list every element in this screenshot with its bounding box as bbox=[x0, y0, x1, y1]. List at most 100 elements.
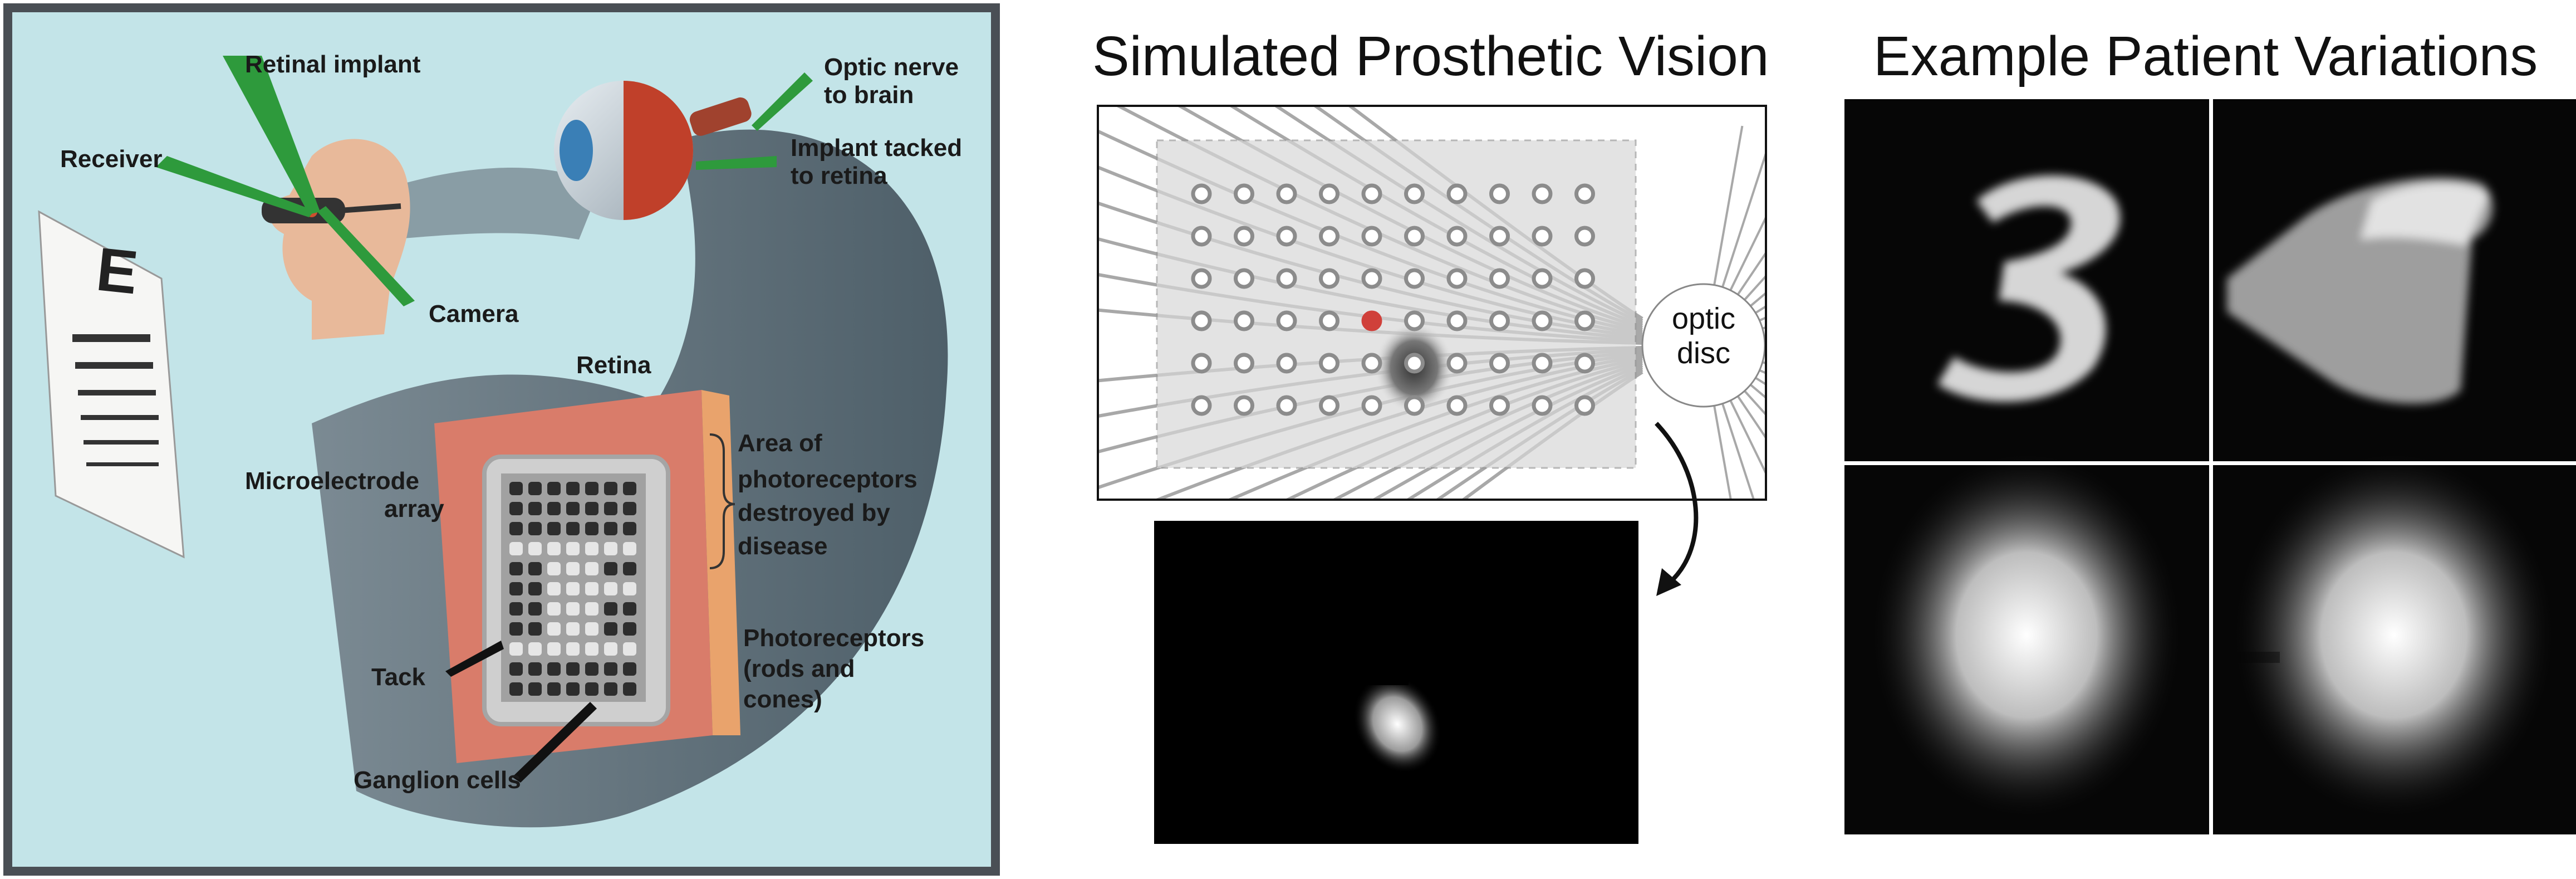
electrode bbox=[1404, 310, 1425, 331]
electrode bbox=[1361, 183, 1382, 204]
electrode bbox=[1489, 395, 1510, 416]
array-electrode-dot bbox=[623, 522, 636, 535]
electrode bbox=[1361, 268, 1382, 289]
electrode bbox=[1234, 226, 1254, 247]
electrode bbox=[1276, 353, 1297, 374]
tile-digit-3-percept bbox=[1844, 99, 2209, 461]
array-electrode-dot bbox=[623, 502, 636, 515]
array-electrode-dot bbox=[547, 582, 561, 595]
array-electrode-dot bbox=[585, 622, 598, 636]
label-tack: Tack bbox=[371, 663, 426, 691]
array-electrode-dot bbox=[528, 582, 542, 595]
array-electrode-dot bbox=[509, 522, 523, 535]
array-electrode-dot bbox=[604, 542, 617, 555]
electrode bbox=[1234, 395, 1254, 416]
array-electrode-dot bbox=[528, 522, 542, 535]
electrode-array-region bbox=[1156, 139, 1637, 469]
axon-radial-line bbox=[1736, 251, 1766, 295]
electrode bbox=[1361, 226, 1382, 247]
optic-disc-label-line2: disc bbox=[1677, 336, 1730, 370]
label-photoreceptors-line1: Photoreceptors bbox=[743, 624, 924, 652]
electrode bbox=[1191, 310, 1212, 331]
array-electrode-dot bbox=[509, 622, 523, 636]
camera-beam bbox=[367, 168, 601, 240]
label-area-line2: photoreceptors bbox=[738, 466, 917, 493]
array-electrode-dot bbox=[509, 642, 523, 656]
array-electrode-dot bbox=[585, 522, 598, 535]
electrode-grid bbox=[1191, 183, 1595, 416]
electrode bbox=[1532, 226, 1553, 247]
array-electrode-dot bbox=[566, 482, 580, 495]
electrode bbox=[1276, 268, 1297, 289]
electrode bbox=[1489, 226, 1510, 247]
label-area-line1: Area of bbox=[738, 429, 822, 457]
array-electrode-dot bbox=[566, 682, 580, 696]
array-electrode-dot bbox=[547, 482, 561, 495]
label-retinal-implant: Retinal implant bbox=[245, 51, 421, 78]
label-retina: Retina bbox=[576, 351, 651, 379]
electrode bbox=[1319, 310, 1339, 331]
array-electrode-dot bbox=[547, 542, 561, 555]
electrode bbox=[1489, 310, 1510, 331]
electrode bbox=[1532, 353, 1553, 374]
array-electrode-dot bbox=[528, 682, 542, 696]
array-electrode-dot bbox=[566, 602, 580, 616]
array-electrode-dot bbox=[585, 582, 598, 595]
array-electrode-dot bbox=[566, 642, 580, 656]
electrode bbox=[1489, 183, 1510, 204]
electrode bbox=[1276, 310, 1297, 331]
array-electrode-dot bbox=[604, 602, 617, 616]
array-electrode-dot bbox=[604, 562, 617, 575]
axon-radial-line bbox=[1713, 405, 1732, 500]
array-electrode-dot bbox=[509, 582, 523, 595]
label-area-line4: disease bbox=[738, 533, 827, 560]
array-electrode-dot bbox=[528, 482, 542, 495]
electrode bbox=[1446, 268, 1468, 289]
label-photoreceptors-line2: (rods and bbox=[743, 655, 855, 682]
array-electrode-dot bbox=[604, 482, 617, 495]
tile-distorted-percept bbox=[2213, 99, 2576, 461]
array-electrode-dot bbox=[623, 622, 636, 636]
label-implant-tacked-line1: Implant tacked bbox=[791, 134, 962, 162]
array-electrode-dot bbox=[547, 622, 561, 636]
electrode bbox=[1191, 268, 1212, 289]
svg-text:E: E bbox=[93, 235, 141, 307]
array-electrode-dot bbox=[585, 682, 598, 696]
electrode bbox=[1191, 395, 1212, 416]
label-ganglion-cells: Ganglion cells bbox=[354, 766, 521, 794]
array-electrode-dot bbox=[623, 562, 636, 575]
array-electrode-dot bbox=[547, 562, 561, 575]
electrode bbox=[1404, 226, 1425, 247]
callout-pointers bbox=[156, 56, 813, 306]
array-electrode-dot bbox=[585, 602, 598, 616]
array-electrode-dot bbox=[585, 642, 598, 656]
array-electrode-dot bbox=[604, 682, 617, 696]
electrode bbox=[1532, 183, 1553, 204]
electrode bbox=[1234, 353, 1254, 374]
array-electrode-dot bbox=[585, 542, 598, 555]
array-electrode-dot bbox=[528, 562, 542, 575]
array-electrode-dot bbox=[604, 502, 617, 515]
array-electrode-dot bbox=[585, 502, 598, 515]
electrode bbox=[1446, 395, 1468, 416]
array-electrode-dot bbox=[604, 522, 617, 535]
tile-divider-horizontal bbox=[1844, 461, 2576, 465]
percept-cut-edge bbox=[1347, 663, 1409, 685]
array-electrode-dot bbox=[547, 662, 561, 676]
electrode bbox=[1404, 353, 1425, 374]
electrode bbox=[1361, 353, 1382, 374]
array-electrode-dot bbox=[547, 522, 561, 535]
axon-radial-line bbox=[1721, 149, 1766, 288]
electrode bbox=[1234, 183, 1254, 204]
electrode bbox=[1319, 226, 1339, 247]
electrode bbox=[1532, 268, 1553, 289]
array-electrode-dot bbox=[547, 502, 561, 515]
array-electrode-dot bbox=[623, 582, 636, 595]
tile-blurry-blob-shifted-percept bbox=[2213, 451, 2576, 834]
array-electrode-dot bbox=[509, 542, 523, 555]
axon-radial-line bbox=[1721, 403, 1755, 500]
array-electrode-dot bbox=[547, 602, 561, 616]
electrode bbox=[1446, 226, 1468, 247]
array-electrode-dot bbox=[585, 562, 598, 575]
